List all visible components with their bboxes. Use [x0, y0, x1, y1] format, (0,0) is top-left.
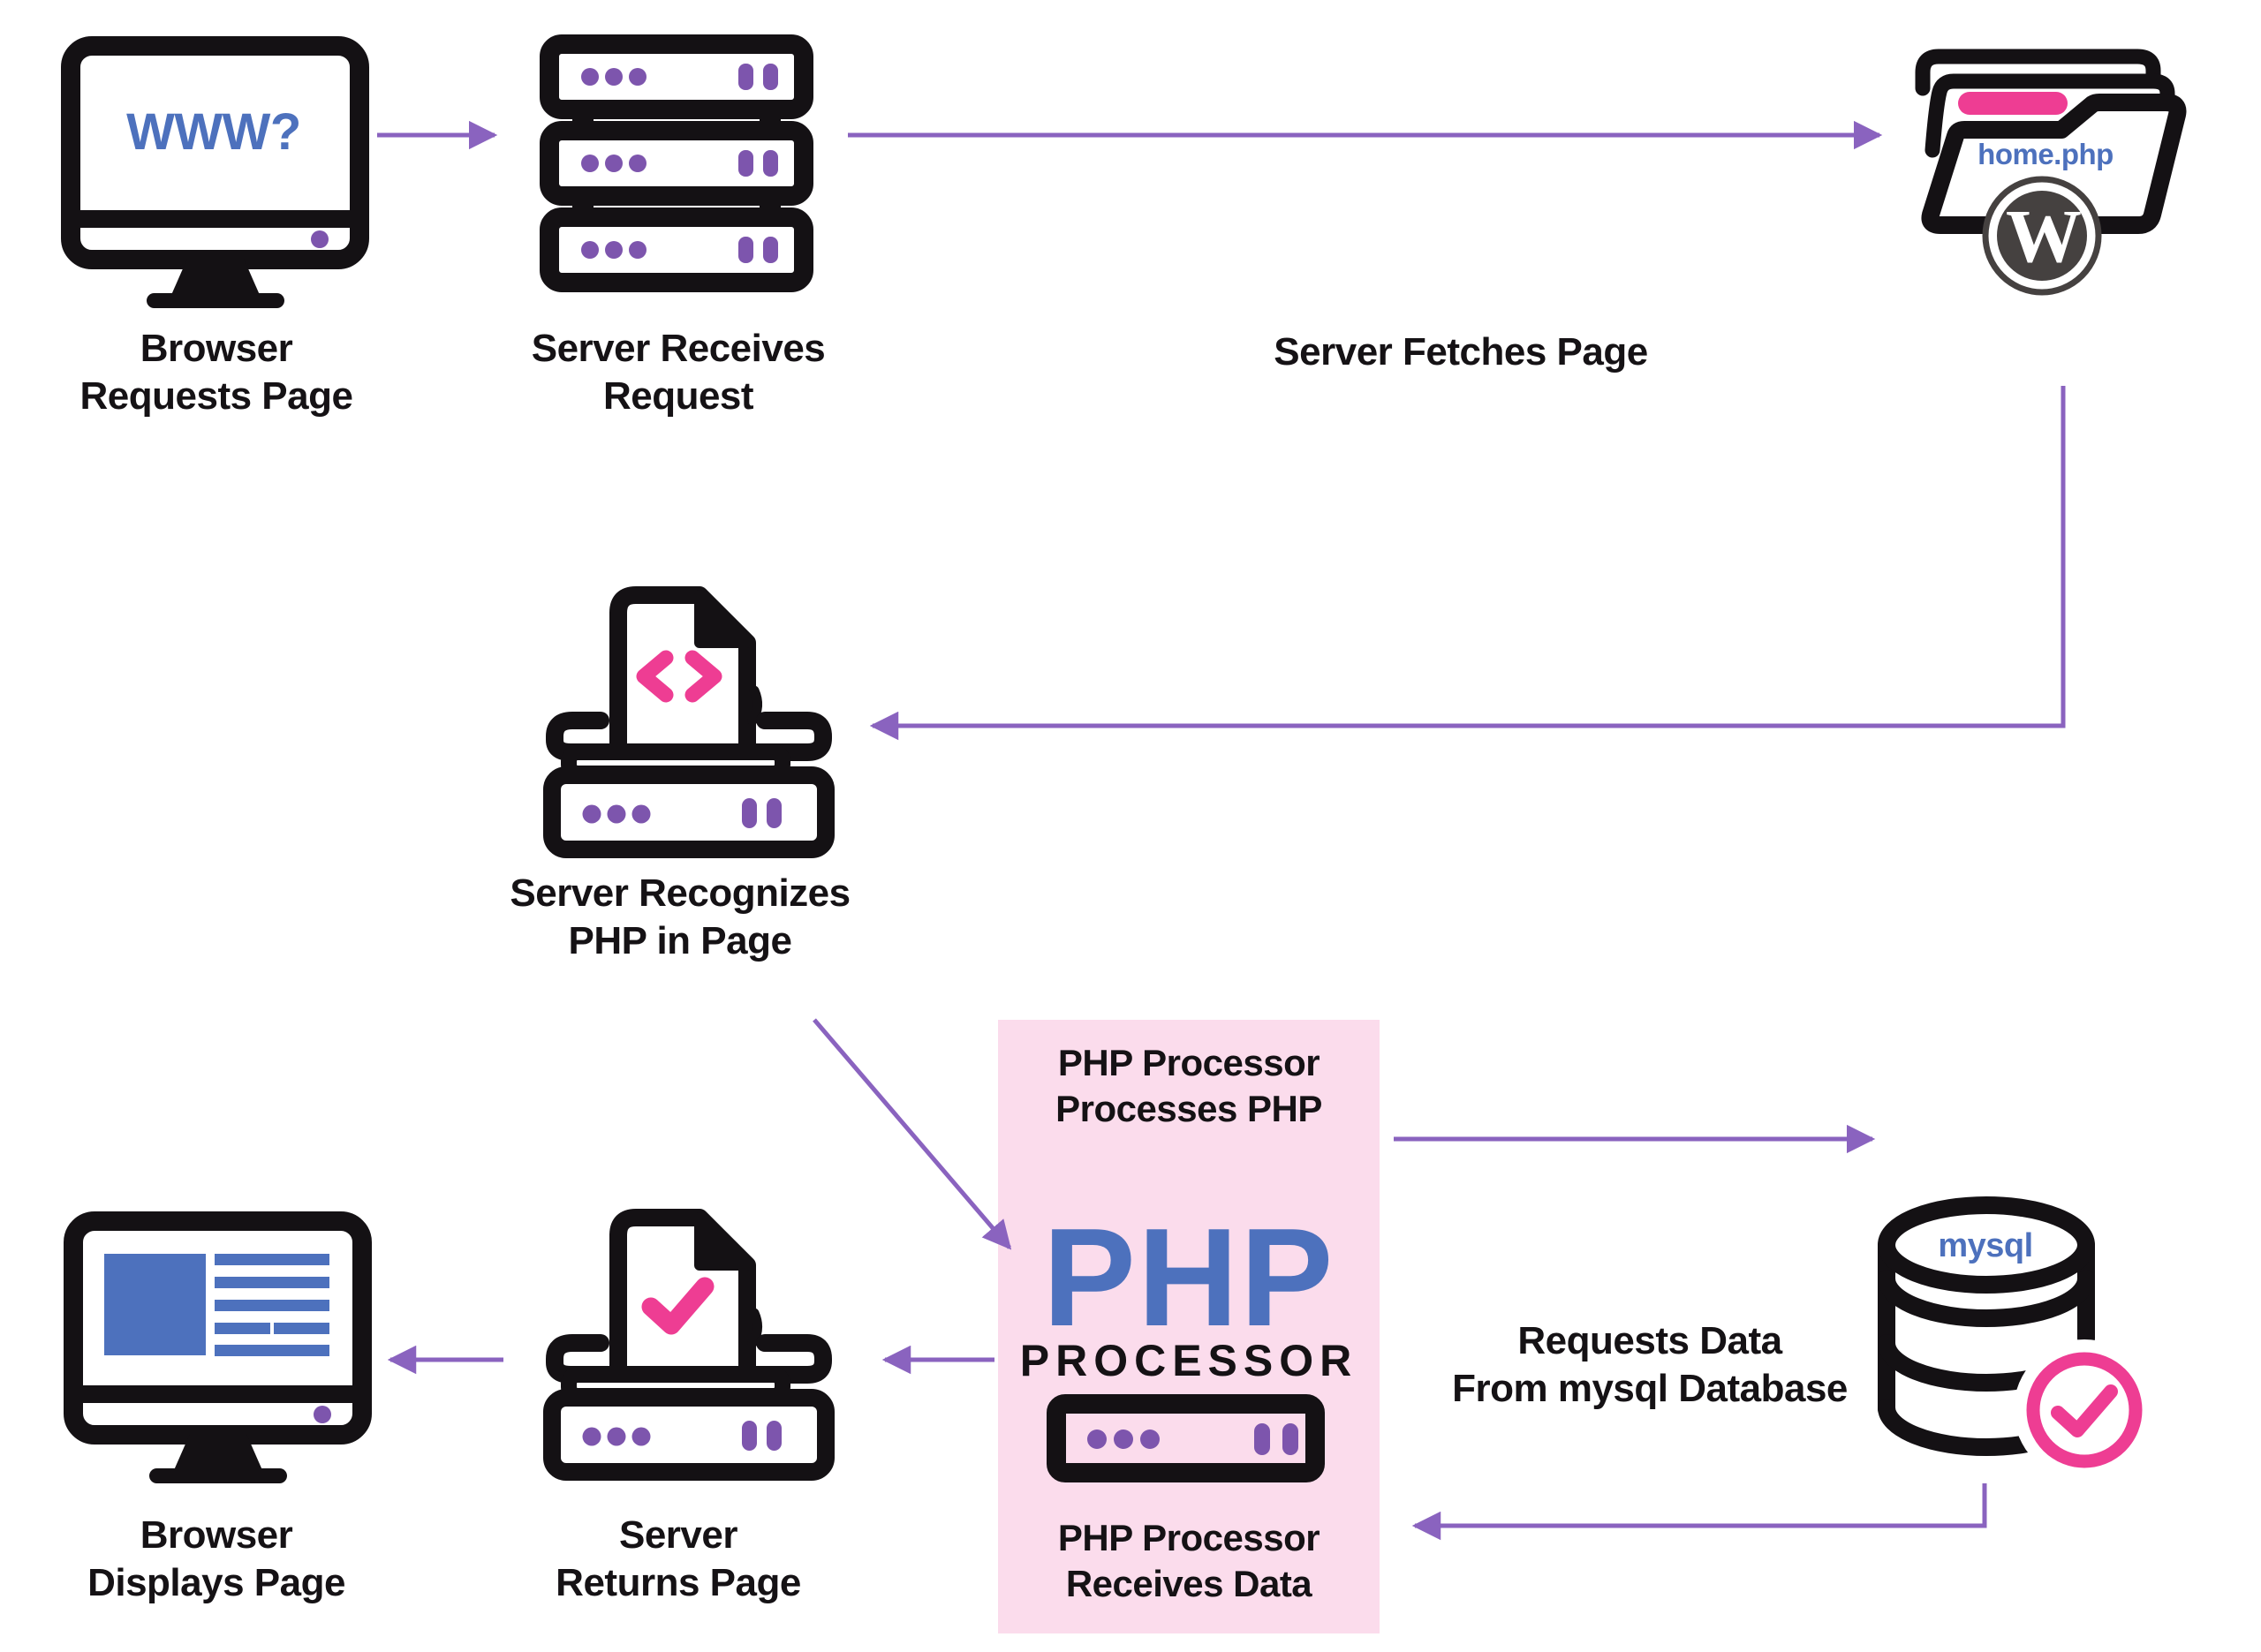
check-icon — [641, 1277, 715, 1335]
folder-icon — [1915, 49, 2187, 296]
label-line: Requests Page — [79, 374, 353, 418]
page-image-block — [104, 1254, 206, 1355]
monitor-page-icon — [64, 1211, 372, 1483]
power-dot-icon — [311, 230, 329, 248]
database-label: mysql — [1938, 1227, 2033, 1264]
label-line: Processes PHP — [1055, 1088, 1322, 1129]
label-line: Request — [602, 374, 754, 418]
label-line: Requests Data — [1517, 1319, 1782, 1362]
code-bracket-right-icon — [684, 650, 722, 703]
processor-word: PROCESSOR — [1020, 1337, 1358, 1384]
label-server-recognizes: Server Recognizes PHP in Page — [510, 870, 851, 965]
label-browser-displays: Browser Displays Page — [87, 1512, 345, 1607]
label-line: Server Recognizes — [510, 871, 851, 915]
folder-filename: home.php — [1977, 138, 2114, 171]
label-server-returns: Server Returns Page — [556, 1512, 801, 1607]
label-line: home.php — [1977, 138, 2114, 170]
monitor-www-icon — [61, 36, 369, 308]
label-php-processes: PHP Processor Processes PHP — [1055, 1040, 1322, 1132]
label-line: Receives Data — [1065, 1563, 1312, 1604]
arrow-folder-to-server — [869, 386, 2066, 741]
power-dot-icon — [314, 1406, 331, 1423]
label-line: From mysql Database — [1452, 1367, 1848, 1410]
label-browser-requests: Browser Requests Page — [80, 325, 353, 420]
label-line: Server Fetches Page — [1274, 330, 1648, 373]
label-line: PHP — [1042, 1200, 1335, 1355]
server-return-document-icon — [543, 1209, 835, 1481]
label-php-receives: PHP Processor Receives Data — [1058, 1515, 1320, 1607]
wordpress-icon — [1982, 176, 2102, 296]
label-requests-data: Requests Data From mysql Database — [1452, 1317, 1848, 1413]
page-text-bars — [215, 1254, 329, 1356]
browser-screen-text: WWW? — [126, 104, 301, 161]
label-line: Server — [618, 1513, 738, 1557]
label-line: Displays Page — [87, 1561, 345, 1604]
code-bracket-left-icon — [636, 650, 674, 703]
label-line: PHP in Page — [568, 919, 792, 962]
flow-arrows — [377, 120, 2066, 1541]
label-server-fetches: Server Fetches Page — [1274, 328, 1648, 376]
check-icon — [2051, 1384, 2118, 1437]
label-line: WWW? — [126, 103, 301, 161]
label-line: Returns Page — [556, 1561, 801, 1604]
label-line: W — [2006, 193, 2082, 278]
server-stack-icon — [540, 34, 813, 292]
php-server-bar-icon — [1047, 1394, 1325, 1482]
php-logo-text: PHP — [1043, 1208, 1335, 1347]
label-line: mysql — [1938, 1227, 2033, 1264]
label-line: Browser — [140, 1513, 293, 1557]
database-icon — [1878, 1196, 2155, 1481]
label-line: Server Receives — [531, 327, 826, 370]
wordpress-initial: W — [2006, 187, 2082, 284]
php-processor-box — [998, 1020, 1380, 1633]
arrow-server-to-php — [813, 1018, 1012, 1250]
server-php-document-icon — [543, 586, 835, 858]
label-line: PROCESSOR — [1019, 1336, 1358, 1385]
label-line: Browser — [140, 327, 293, 370]
arrow-mysql-to-php — [1411, 1483, 1987, 1541]
check-badge-icon — [2026, 1352, 2143, 1468]
label-server-receives: Server Receives Request — [532, 325, 826, 420]
label-line: PHP Processor — [1057, 1517, 1320, 1558]
label-line: PHP Processor — [1057, 1042, 1320, 1083]
